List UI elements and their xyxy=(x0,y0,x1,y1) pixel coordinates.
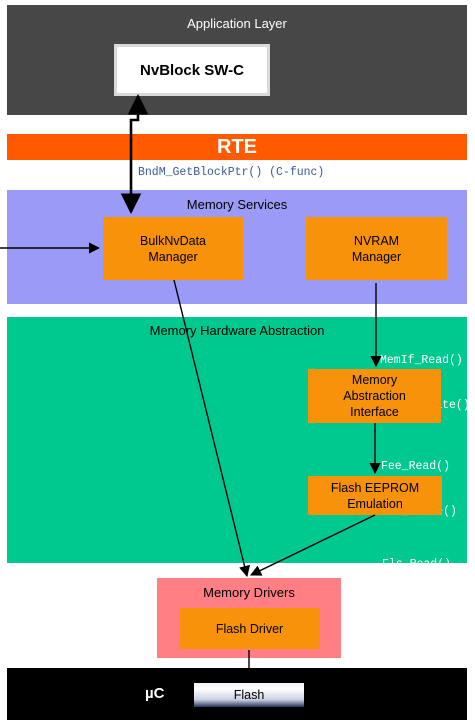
microcontroller-layer: µC Flash xyxy=(7,668,467,720)
flash-label: Flash xyxy=(233,688,265,702)
fls-call-labels: Fls_Read() Fls_Write() xyxy=(382,527,458,632)
nvram-manager-line2: Manager xyxy=(351,249,402,264)
bulknvdata-manager-line1: BulkNvData xyxy=(140,233,206,248)
mai-line1: Memory xyxy=(351,373,398,387)
fee-line2: Emulation xyxy=(347,496,403,511)
nvblock-swc-box[interactable]: NvBlock SW-C xyxy=(114,44,270,96)
memory-hw-abstraction-label: Memory Hardware Abstraction xyxy=(149,323,325,338)
fee-to-flash-driver-arrow xyxy=(249,514,376,576)
nvblock-swc-label: NvBlock SW-C xyxy=(117,47,267,93)
memory-services-label: Memory Services xyxy=(186,197,288,212)
fls-read-label: Fls_Read() xyxy=(382,558,452,571)
rte-bar: RTE xyxy=(7,134,467,160)
memory-drivers-layer: Memory Drivers Flash Driver xyxy=(157,578,341,658)
application-layer: Application Layer NvBlock SW-C xyxy=(7,5,467,115)
nvram-manager-box[interactable]: NVRAM Manager xyxy=(306,217,447,280)
fee-read-label: Fee_Read() xyxy=(381,460,451,473)
mai-line3: Interface xyxy=(350,405,399,419)
microcontroller-label: µC xyxy=(145,685,165,702)
mai-line2: Abstraction xyxy=(343,389,406,403)
bulknvdata-manager-line2: Manager xyxy=(148,249,198,264)
flash-driver-label: Flash Driver xyxy=(215,621,284,636)
flash-eeprom-emulation-box[interactable]: Flash EEPROM Emulation xyxy=(308,476,442,515)
swc-bulk-bidirectional-arrow xyxy=(120,93,149,215)
nvram-manager-line1: NVRAM xyxy=(353,233,400,248)
bndm-getblockptr-label: BndM_GetBlockPtr() (C-func) xyxy=(138,166,325,179)
application-layer-label: Application Layer xyxy=(187,16,287,31)
memory-abstraction-interface-box[interactable]: Memory Abstraction Interface xyxy=(308,369,441,423)
memory-hw-abstraction-layer: Memory Hardware Abstraction xyxy=(7,317,467,563)
memory-drivers-label: Memory Drivers xyxy=(203,585,295,600)
flash-box[interactable]: Flash xyxy=(194,683,304,707)
bulk-to-flash-driver-arrow xyxy=(173,279,251,578)
fls-write-label: Fls_Write() xyxy=(382,603,458,616)
flash-driver-box[interactable]: Flash Driver xyxy=(179,608,320,649)
rte-label: RTE xyxy=(217,135,257,158)
bulknvdata-manager-box[interactable]: BulkNvData Manager xyxy=(103,217,243,280)
memif-read-label: MemIf_Read() xyxy=(380,354,463,367)
fee-line1: Flash EEPROM xyxy=(330,480,420,495)
